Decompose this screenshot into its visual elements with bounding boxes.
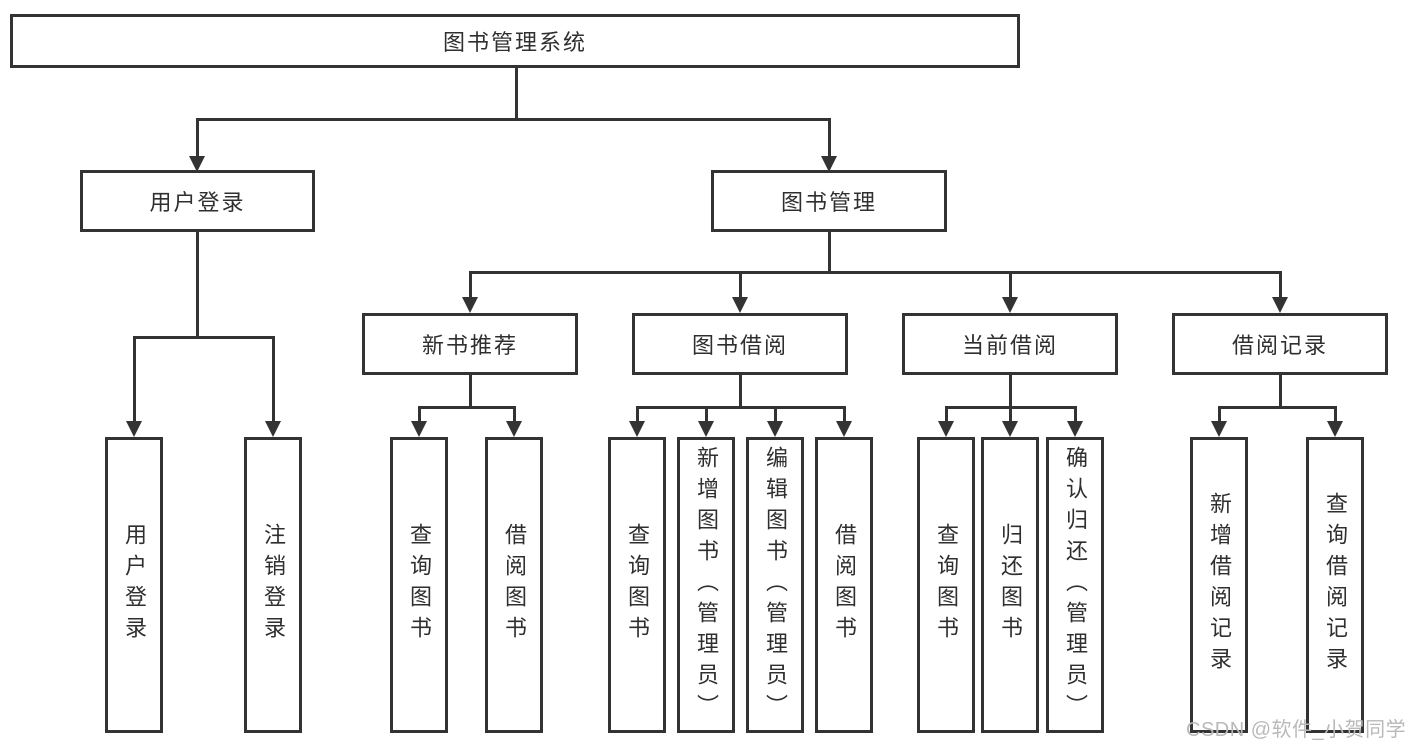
connector-line [1278, 271, 1282, 297]
arrow-down-icon [1211, 421, 1227, 437]
leaf-label: 编辑图书（管理员） [763, 445, 788, 725]
connector-line [468, 375, 472, 409]
connector-line [195, 118, 831, 121]
leaf-newrec-query-books: 查询图书 [390, 437, 448, 733]
connector-line [195, 232, 199, 339]
node-book-borrowing: 图书借阅 [632, 313, 848, 375]
leaf-label: 新增借阅记录 [1207, 492, 1232, 678]
connector-line [738, 375, 742, 409]
connector-line [1073, 406, 1077, 421]
leaf-borrow-borrow-books: 借阅图书 [815, 437, 873, 733]
connector-line [635, 406, 846, 409]
connector-line [827, 118, 831, 156]
leaf-label: 确认归还（管理员） [1063, 445, 1088, 725]
leaf-label: 归还图书 [998, 523, 1023, 647]
leaf-label: 查询图书 [934, 523, 959, 647]
leaf-borrow-edit-books-admin: 编辑图书（管理员） [746, 437, 804, 733]
leaf-records-query-record: 查询借阅记录 [1306, 437, 1364, 733]
leaf-user-login: 用户登录 [105, 437, 163, 733]
connector-line [468, 271, 472, 297]
arrow-down-icon [411, 421, 427, 437]
node-library-management-system: 图书管理系统 [10, 14, 1020, 68]
arrow-down-icon [189, 156, 205, 172]
leaf-newrec-borrow-books: 借阅图书 [485, 437, 543, 733]
leaf-current-query-books: 查询图书 [917, 437, 975, 733]
arrow-down-icon [732, 297, 748, 313]
leaf-label: 查询图书 [407, 523, 432, 647]
connector-line [132, 336, 136, 421]
arrow-down-icon [1272, 297, 1288, 313]
arrow-down-icon [1067, 421, 1083, 437]
node-label: 图书借阅 [691, 333, 788, 358]
connector-line [514, 68, 518, 121]
leaf-logout: 注销登录 [244, 437, 302, 733]
node-label: 借阅记录 [1231, 333, 1328, 358]
connector-line [842, 406, 846, 421]
leaf-label: 注销登录 [261, 523, 286, 647]
arrow-down-icon [126, 421, 142, 437]
arrow-down-icon [1327, 421, 1343, 437]
leaf-records-add-record: 新增借阅记录 [1190, 437, 1248, 733]
arrow-down-icon [265, 421, 281, 437]
node-label: 当前借阅 [961, 333, 1058, 358]
connector-line [827, 232, 831, 274]
node-current-borrowing: 当前借阅 [902, 313, 1118, 375]
connector-line [271, 336, 275, 421]
node-label: 图书管理 [780, 190, 877, 215]
arrow-down-icon [938, 421, 954, 437]
connector-line [1278, 375, 1282, 409]
leaf-label: 借阅图书 [832, 523, 857, 647]
leaf-label: 查询图书 [625, 523, 650, 647]
connector-line [704, 406, 708, 421]
connector-line [512, 406, 516, 421]
leaf-label: 借阅图书 [502, 523, 527, 647]
node-book-management: 图书管理 [711, 170, 947, 232]
node-new-book-recommendation: 新书推荐 [362, 313, 578, 375]
arrow-down-icon [767, 421, 783, 437]
leaf-borrow-add-books-admin: 新增图书（管理员） [677, 437, 735, 733]
connector-line [417, 406, 421, 421]
leaf-label: 用户登录 [122, 523, 147, 647]
arrow-down-icon [1002, 421, 1018, 437]
connector-line [195, 118, 199, 156]
arrow-down-icon [1002, 297, 1018, 313]
connector-line [1217, 406, 1337, 409]
arrow-down-icon [462, 297, 478, 313]
connector-line [1008, 375, 1012, 409]
connector-line [773, 406, 777, 421]
node-user-login-group: 用户登录 [80, 170, 315, 232]
connector-line [1217, 406, 1221, 421]
leaf-borrow-query-books: 查询图书 [608, 437, 666, 733]
leaf-current-return-books: 归还图书 [981, 437, 1039, 733]
connector-line [417, 406, 516, 409]
connector-line [738, 271, 742, 297]
connector-line [1008, 271, 1012, 297]
arrow-down-icon [821, 156, 837, 172]
connector-line [635, 406, 639, 421]
node-label: 新书推荐 [421, 333, 518, 358]
leaf-label: 新增图书（管理员） [694, 445, 719, 725]
connector-line [468, 271, 1282, 274]
leaf-label: 查询借阅记录 [1323, 492, 1348, 678]
node-borrowing-records: 借阅记录 [1172, 313, 1388, 375]
connector-line [944, 406, 948, 421]
arrow-down-icon [836, 421, 852, 437]
node-label: 用户登录 [149, 190, 246, 215]
watermark-text: CSDN @软件_小贺同学 [1186, 719, 1405, 741]
connector-line [1333, 406, 1337, 421]
connector-line [132, 336, 275, 339]
node-label: 图书管理系统 [442, 30, 587, 55]
arrow-down-icon [506, 421, 522, 437]
arrow-down-icon [629, 421, 645, 437]
connector-line [1008, 406, 1012, 421]
arrow-down-icon [698, 421, 714, 437]
leaf-current-confirm-return-admin: 确认归还（管理员） [1046, 437, 1104, 733]
